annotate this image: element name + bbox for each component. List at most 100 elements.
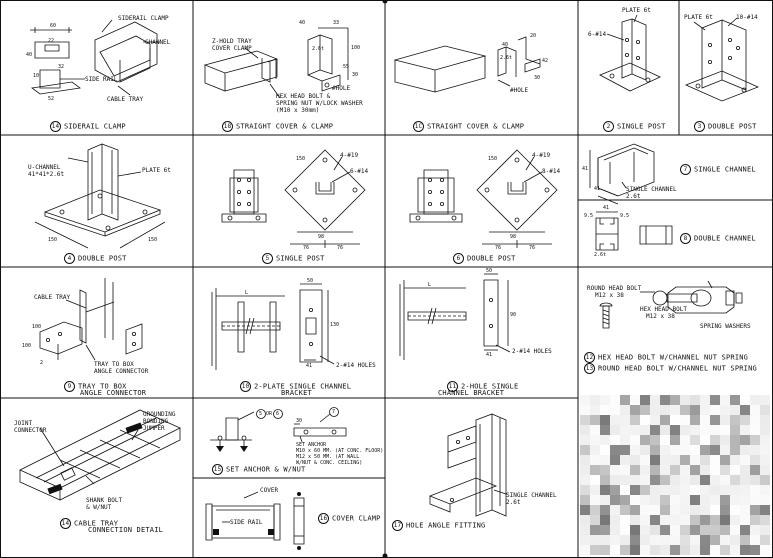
mosaic-tile bbox=[630, 475, 640, 485]
ref-or: OR bbox=[266, 411, 273, 417]
mosaic-tile bbox=[580, 545, 590, 555]
mosaic-tile bbox=[630, 415, 640, 425]
mosaic-tile bbox=[720, 545, 730, 555]
mosaic-tile bbox=[700, 545, 710, 555]
mosaic-tile bbox=[710, 395, 720, 405]
caption-tray-to-box-2: ANGLE CONNECTOR bbox=[80, 389, 147, 397]
mosaic-tile bbox=[690, 505, 700, 515]
mosaic-tile bbox=[580, 395, 590, 405]
mosaic-tile bbox=[630, 535, 640, 545]
mosaic-tile bbox=[740, 415, 750, 425]
mosaic-tile bbox=[650, 515, 660, 525]
mosaic-tile bbox=[700, 425, 710, 435]
dim-50: 50 bbox=[486, 268, 493, 274]
mosaic-tile bbox=[710, 445, 720, 455]
mosaic-tile bbox=[760, 405, 770, 415]
caption-2-hole-bracket-2: CHANNEL BRACKET bbox=[438, 389, 505, 397]
mosaic-tile bbox=[640, 395, 650, 405]
mosaic-tile bbox=[660, 485, 670, 495]
label-set-anchor: SET ANCHOR bbox=[296, 442, 327, 448]
mosaic-tile bbox=[620, 525, 630, 535]
mosaic-tile bbox=[630, 425, 640, 435]
mosaic-tile bbox=[660, 435, 670, 445]
mosaic-tile bbox=[740, 455, 750, 465]
dim-42: 42 bbox=[542, 58, 549, 64]
mosaic-tile bbox=[690, 495, 700, 505]
mosaic-tile bbox=[640, 495, 650, 505]
label-bonding: BONDING bbox=[143, 418, 169, 425]
mosaic-tile bbox=[730, 475, 740, 485]
mosaic-tile bbox=[730, 435, 740, 445]
mosaic-tile bbox=[730, 465, 740, 475]
mosaic-tile bbox=[600, 525, 610, 535]
mosaic-tile bbox=[680, 465, 690, 475]
mosaic-tile bbox=[760, 395, 770, 405]
mosaic-tile bbox=[640, 475, 650, 485]
mosaic-tile bbox=[660, 395, 670, 405]
mosaic-tile bbox=[690, 405, 700, 415]
mosaic-tile bbox=[640, 515, 650, 525]
mosaic-tile bbox=[730, 425, 740, 435]
label-joint: JOINT bbox=[14, 420, 33, 427]
mosaic-tile bbox=[630, 495, 640, 505]
mosaic-tile bbox=[610, 495, 620, 505]
mosaic-tile bbox=[720, 425, 730, 435]
mosaic-tile bbox=[610, 425, 620, 435]
dim-2-6t: 2.6t bbox=[312, 46, 325, 52]
mosaic-tile bbox=[750, 515, 760, 525]
mosaic-tile bbox=[640, 455, 650, 465]
mosaic-tile bbox=[670, 425, 680, 435]
mosaic-tile bbox=[630, 445, 640, 455]
dim-76-b: 76 bbox=[337, 245, 344, 251]
mosaic-tile bbox=[660, 415, 670, 425]
mosaic-tile bbox=[680, 435, 690, 445]
mosaic-tile bbox=[600, 455, 610, 465]
label-set-anchor-floor: M10 x 60 MM. (AT CONC. FLOOR) bbox=[296, 448, 384, 454]
mosaic-tile bbox=[580, 535, 590, 545]
dim-40: 40 bbox=[502, 42, 509, 48]
label-plate: PLATE 6t bbox=[142, 167, 171, 174]
mosaic-tile bbox=[650, 465, 660, 475]
mosaic-tile bbox=[640, 545, 650, 555]
mosaic-tile bbox=[750, 435, 760, 445]
mosaic-tile bbox=[690, 485, 700, 495]
mosaic-tile bbox=[620, 495, 630, 505]
mosaic-tile bbox=[650, 425, 660, 435]
mosaic-tile bbox=[590, 435, 600, 445]
mosaic-tile bbox=[620, 445, 630, 455]
dim-41: 41 bbox=[486, 352, 493, 358]
mosaic-tile bbox=[590, 445, 600, 455]
mosaic-tile bbox=[680, 445, 690, 455]
label-hex-bolt: HEX HEAD BOLT bbox=[640, 306, 687, 313]
mosaic-tile bbox=[670, 475, 680, 485]
mosaic-tile bbox=[700, 415, 710, 425]
dim-2: 2 bbox=[40, 360, 44, 366]
mosaic-tile bbox=[590, 535, 600, 545]
mosaic-tile bbox=[690, 435, 700, 445]
mosaic-tile bbox=[700, 475, 710, 485]
label-cable-tray: CABLE TRAY bbox=[34, 294, 71, 301]
mosaic-tile bbox=[610, 545, 620, 555]
mosaic-tile bbox=[650, 485, 660, 495]
mosaic-tile bbox=[660, 475, 670, 485]
mosaic-tile bbox=[630, 485, 640, 495]
dim-100: 100 bbox=[351, 45, 361, 51]
mosaic-tile bbox=[620, 415, 630, 425]
obscured-region bbox=[580, 395, 770, 555]
mosaic-tile bbox=[680, 545, 690, 555]
dim-22: 22 bbox=[48, 38, 55, 44]
mosaic-tile bbox=[690, 515, 700, 525]
mosaic-tile bbox=[640, 465, 650, 475]
mosaic-tile bbox=[630, 455, 640, 465]
mosaic-tile bbox=[680, 495, 690, 505]
mosaic-tile bbox=[690, 535, 700, 545]
mosaic-tile bbox=[740, 475, 750, 485]
